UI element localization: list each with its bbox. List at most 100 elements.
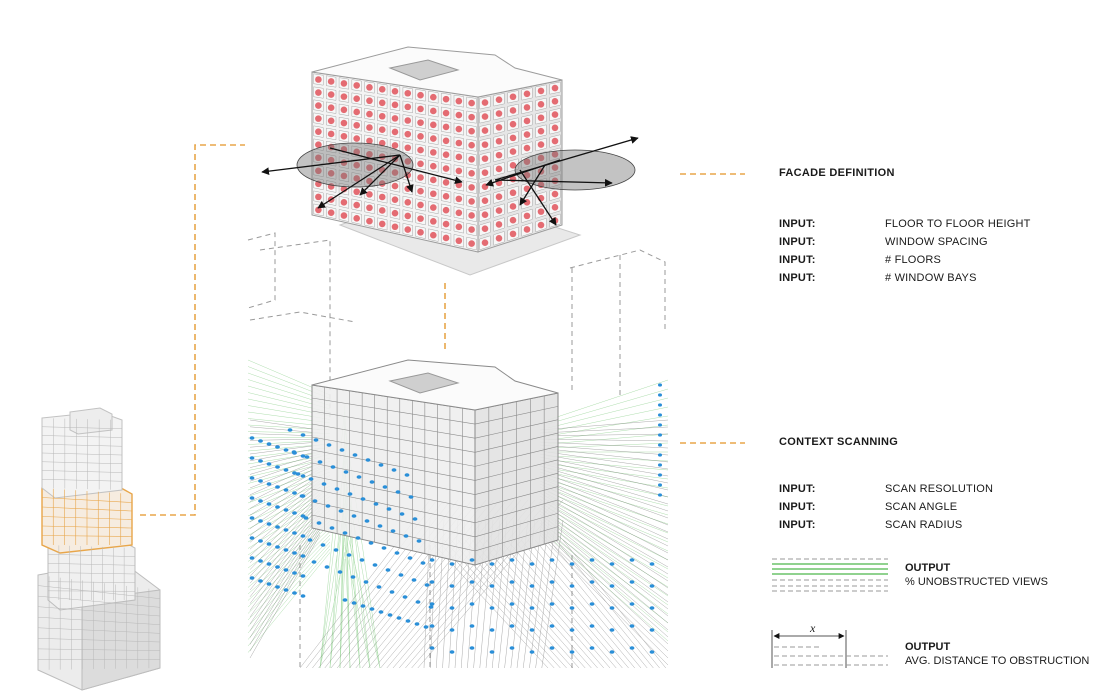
facade-window-sensor: [468, 240, 475, 247]
tower-grid-line: [37, 585, 161, 599]
scan-point: [629, 580, 635, 584]
obstructed-ray: [513, 539, 623, 669]
obstructed-ray: [506, 539, 617, 669]
facade-window-sensor: [430, 121, 437, 129]
facade-window-sensor: [366, 97, 373, 105]
output-views-title: OUTPUT: [905, 562, 951, 574]
context-grid-line: [474, 459, 559, 481]
facade-window-sensor: [455, 153, 463, 161]
obstructed-ray: [249, 528, 321, 645]
facade-window-sensor: [509, 189, 517, 197]
scan-point: [416, 539, 422, 543]
facade-window-sensor: [551, 137, 559, 145]
scan-point: [363, 580, 369, 584]
view-ray: [547, 475, 669, 507]
facade-window-sensor: [430, 176, 437, 184]
obstructed-ray: [249, 495, 321, 570]
scan-point: [629, 558, 635, 562]
facade-input-label: INPUT:: [779, 254, 816, 266]
scan-point: [283, 548, 289, 552]
facade-window-sensor: [468, 155, 475, 163]
facade-window-sensor: [430, 162, 437, 170]
facade-window-sensor: [455, 181, 463, 189]
obstructed-ray: [249, 474, 321, 523]
distance-symbol: x: [810, 621, 816, 635]
facade-window-sensor: [468, 113, 475, 121]
scan-point: [386, 507, 392, 511]
scan-point: [469, 624, 475, 628]
scan-point: [283, 468, 289, 472]
context-grid-line: [311, 397, 476, 425]
scan-point: [266, 502, 272, 506]
scan-point: [291, 450, 297, 454]
obstructed-ray: [539, 528, 669, 652]
scan-point: [469, 646, 475, 650]
scan-point: [321, 482, 327, 486]
scan-point: [629, 624, 635, 628]
obstructed-ray: [539, 480, 669, 540]
view-ray: [547, 531, 669, 633]
scan-point: [343, 470, 349, 474]
scan-point: [275, 505, 280, 509]
scan-point: [329, 526, 335, 530]
scan-point: [372, 563, 378, 567]
facade-window-sensor: [340, 132, 348, 140]
facade-window-sensor: [417, 146, 424, 154]
obstructed-ray: [249, 525, 321, 638]
scan-point: [429, 580, 435, 584]
facade-window-sensor: [455, 139, 463, 147]
scan-point: [394, 551, 400, 555]
context-scanning-title: CONTEXT SCANNING: [779, 436, 899, 448]
scan-point: [275, 485, 280, 489]
obstructed-ray: [539, 468, 669, 512]
scan-point: [658, 413, 662, 417]
view-ray: [547, 424, 669, 441]
view-ray: [247, 548, 331, 647]
facade-window-sensor: [366, 191, 373, 198]
facade-window-sensor: [378, 193, 386, 201]
scan-point: [429, 646, 435, 650]
obstructed-ray: [539, 465, 669, 505]
facade-window-sensor: [353, 82, 360, 89]
facade-window-sensor: [327, 170, 335, 177]
obstructed-ray: [249, 504, 321, 591]
facade-window-sensor: [366, 217, 373, 225]
scan-point: [412, 517, 418, 521]
scan-point: [258, 459, 263, 463]
scan-point: [609, 562, 615, 566]
context-grid-line: [311, 462, 476, 495]
scan-point: [589, 646, 595, 650]
facade-window-sensor: [315, 115, 322, 122]
tower-highlight-line: [41, 506, 133, 512]
facade-window-sensor: [455, 125, 463, 133]
facade-window-sensor: [417, 119, 424, 126]
facade-window-sensor: [378, 220, 386, 228]
facade-window-sensor: [509, 107, 517, 114]
scan-point: [355, 536, 361, 540]
obstructed-ray: [539, 492, 669, 568]
scan-point: [424, 583, 430, 587]
tower-grid-line: [37, 595, 161, 608]
scan-point: [658, 433, 662, 437]
facade-window-sensor: [481, 99, 489, 106]
facade-window-sensor: [353, 161, 360, 169]
context-grid-line: [311, 449, 476, 481]
obstructed-ray: [478, 539, 592, 669]
obstructed-ray: [539, 441, 669, 449]
facade-window-sensor: [378, 207, 386, 214]
facade-window-sensor: [481, 155, 489, 162]
scan-point: [295, 472, 301, 476]
scan-point: [381, 546, 387, 550]
facade-window-sensor: [495, 96, 503, 103]
facade-window-sensor: [353, 175, 360, 182]
context-grid-line: [311, 410, 476, 439]
scan-point: [283, 448, 289, 452]
facade-input-label: INPUT:: [779, 272, 816, 284]
facade-window-sensor: [481, 113, 489, 120]
facade-window-sensor: [442, 109, 450, 117]
obstructed-ray: [539, 462, 669, 498]
facade-window-sensor: [404, 89, 412, 97]
obstructed-ray: [249, 516, 321, 618]
tower-grid-line: [41, 479, 123, 482]
